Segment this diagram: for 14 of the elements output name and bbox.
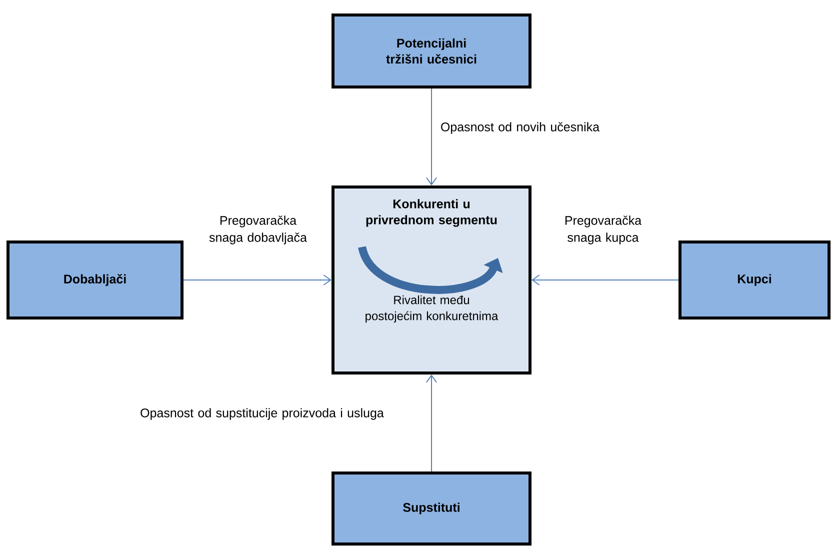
process-box: Potencijalni tržišni učesnici	[332, 14, 532, 88]
arrow	[532, 274, 679, 286]
arrow	[426, 88, 437, 186]
edge-label: Pregovaračka snaga dobavljača	[209, 216, 307, 244]
arrow	[183, 274, 332, 286]
edge-label: Opasnost od supstitucije proizvoda i usluga	[140, 408, 384, 420]
process-box: Kupci	[678, 240, 830, 320]
process-box: Supstituti	[332, 472, 532, 546]
box-text: Rivalitet među postojećim konkuretnima	[366, 295, 498, 323]
edge-label: Pregovaračka snaga kupca	[565, 216, 642, 244]
box-heading: Konkurenti u privrednom segmentu	[366, 199, 497, 227]
process-box: Dobabljači	[6, 240, 184, 320]
arrow	[426, 374, 437, 472]
edge-label: Opasnost od novih učesnika	[441, 122, 600, 134]
